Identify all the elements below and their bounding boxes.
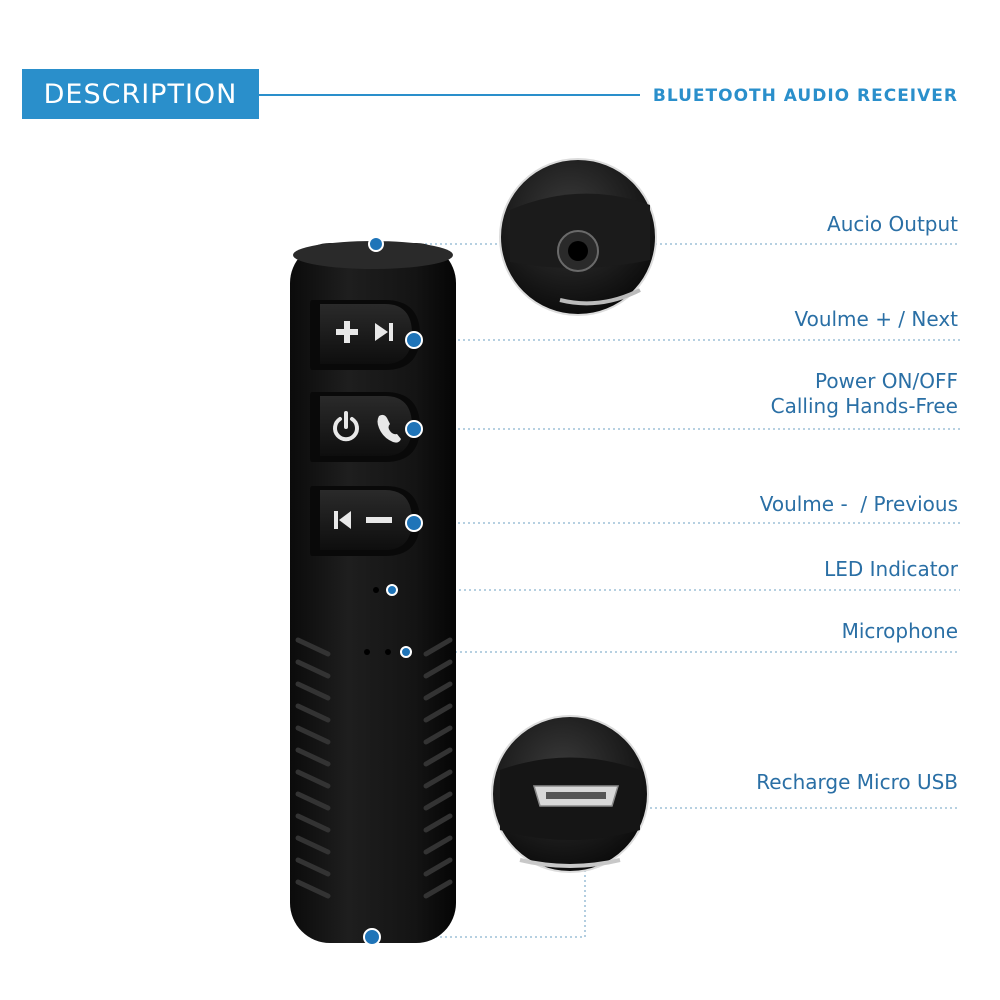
callout-lines [375, 243, 960, 938]
audio-jack-closeup [499, 158, 657, 316]
callout-dots [363, 236, 423, 946]
label-volume-next: Voulme + / Next [794, 307, 958, 331]
product-title: BLUETOOTH AUDIO RECEIVER [652, 86, 958, 106]
header-divider [259, 94, 640, 96]
description-banner: DESCRIPTION [22, 69, 259, 119]
minus-icon [366, 517, 392, 523]
phone-icon [377, 414, 401, 443]
mic-hole [385, 649, 391, 655]
label-hands-free: Calling Hands-Free [770, 394, 958, 418]
grip-ribs [295, 637, 453, 899]
usb-port-closeup [491, 715, 649, 873]
label-volume-previous: Voulme - / Previous [759, 492, 958, 516]
button-power-call[interactable] [310, 392, 420, 462]
description-label: DESCRIPTION [43, 78, 238, 110]
plus-icon [336, 321, 358, 343]
button-volume-down-previous[interactable] [310, 486, 420, 556]
button-volume-up-next[interactable] [310, 300, 420, 370]
previous-track-icon [334, 511, 351, 529]
next-track-icon [375, 323, 393, 341]
power-icon [333, 411, 359, 442]
label-led: LED Indicator [824, 557, 958, 581]
label-audio-output: Aucio Output [827, 212, 958, 236]
led-hole [373, 587, 379, 593]
label-usb: Recharge Micro USB [756, 770, 958, 794]
mic-hole [364, 649, 370, 655]
label-microphone: Microphone [841, 619, 958, 643]
label-power: Power ON/OFF [814, 369, 958, 393]
